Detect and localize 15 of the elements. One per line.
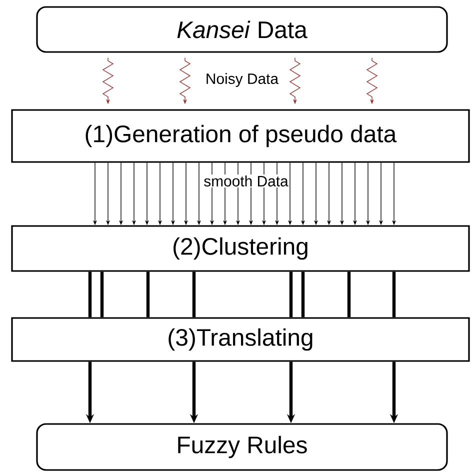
connector-line <box>347 272 351 318</box>
connector-line <box>192 272 196 318</box>
terminal-box: Kansei Data <box>36 6 448 53</box>
connector-line <box>146 272 150 318</box>
flow-label: Noisy Data <box>204 72 280 88</box>
terminal-box: Fuzzy Rules <box>36 423 448 471</box>
connector-line <box>392 272 396 318</box>
process-box: (3)Translating <box>11 317 470 362</box>
connector-line <box>88 272 92 318</box>
flow-label: smooth Data <box>202 174 290 188</box>
connector-line <box>100 272 104 318</box>
process-box: (2)Clustering <box>11 225 470 272</box>
connector-line <box>301 272 305 318</box>
process-box: (1)Generation of pseudo data <box>11 109 470 163</box>
connector-line <box>289 272 293 318</box>
